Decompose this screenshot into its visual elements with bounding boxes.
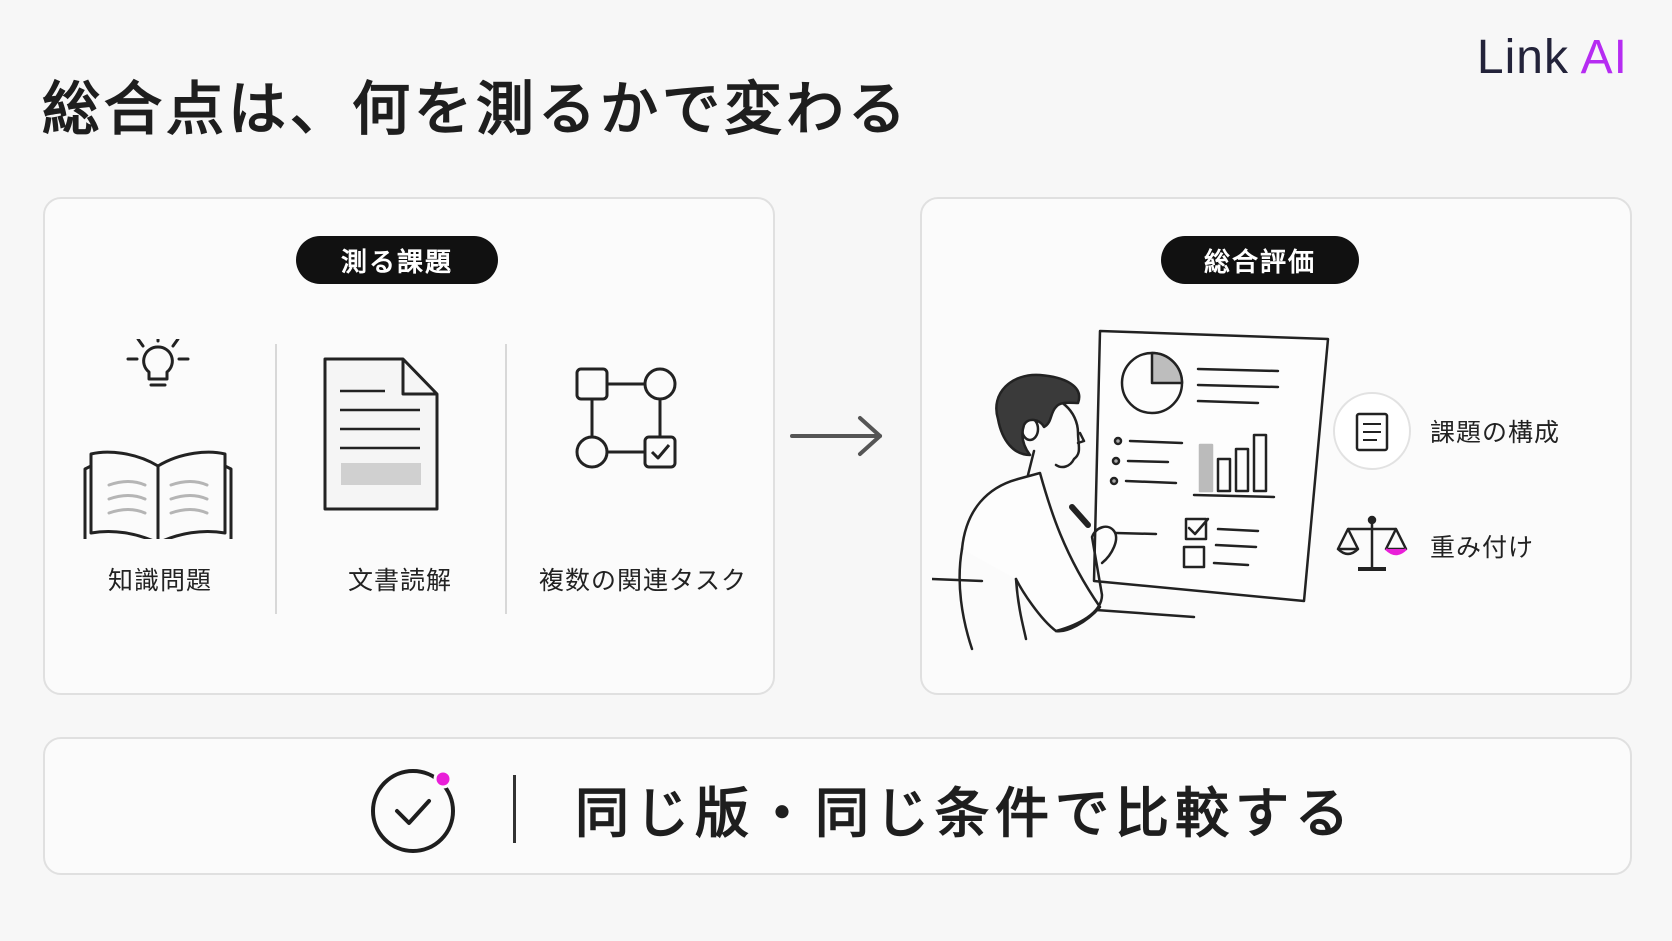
logo-accent-text: AI <box>1580 31 1628 84</box>
evaluation-panel: 総合評価 <box>920 197 1632 695</box>
document-icon <box>323 357 439 511</box>
column-divider <box>275 344 277 614</box>
measure-pill: 測る課題 <box>296 236 498 284</box>
banner-text: 同じ版・同じ条件で比較する <box>575 782 1355 845</box>
measure-panel: 測る課題 知識問題 <box>43 197 775 695</box>
comparison-banner: 同じ版・同じ条件で比較する <box>43 737 1632 875</box>
page-title: 総合点は、何を測るかで変わる <box>42 75 911 143</box>
person-reviewing-report-illustration <box>932 329 1330 651</box>
legend-item-weighting: 重み付け <box>1332 511 1534 581</box>
logo-text: Link <box>1476 31 1581 84</box>
multi-task-column: 複数の関連タスク <box>515 339 771 609</box>
balance-scale-icon <box>1336 515 1408 571</box>
legend-label-composition: 課題の構成 <box>1430 418 1561 447</box>
document-circle-icon <box>1333 392 1411 470</box>
brand-logo: Link AI <box>1477 30 1628 85</box>
evaluation-pill: 総合評価 <box>1161 236 1359 284</box>
reading-label: 文書読解 <box>347 566 452 595</box>
column-divider <box>505 344 507 614</box>
arrow-right-icon <box>790 416 882 456</box>
task-flow-icon <box>575 367 677 469</box>
knowledge-label: 知識問題 <box>107 566 212 595</box>
knowledge-column: 知識問題 <box>45 339 275 609</box>
reading-column: 文書読解 <box>285 339 515 609</box>
banner-divider <box>513 775 516 843</box>
open-book-lightbulb-icon <box>83 339 233 539</box>
check-circle-icon <box>371 769 455 853</box>
multi-task-label: 複数の関連タスク <box>538 566 747 595</box>
legend-item-composition: 課題の構成 <box>1332 391 1560 471</box>
legend-label-weighting: 重み付け <box>1430 533 1535 562</box>
